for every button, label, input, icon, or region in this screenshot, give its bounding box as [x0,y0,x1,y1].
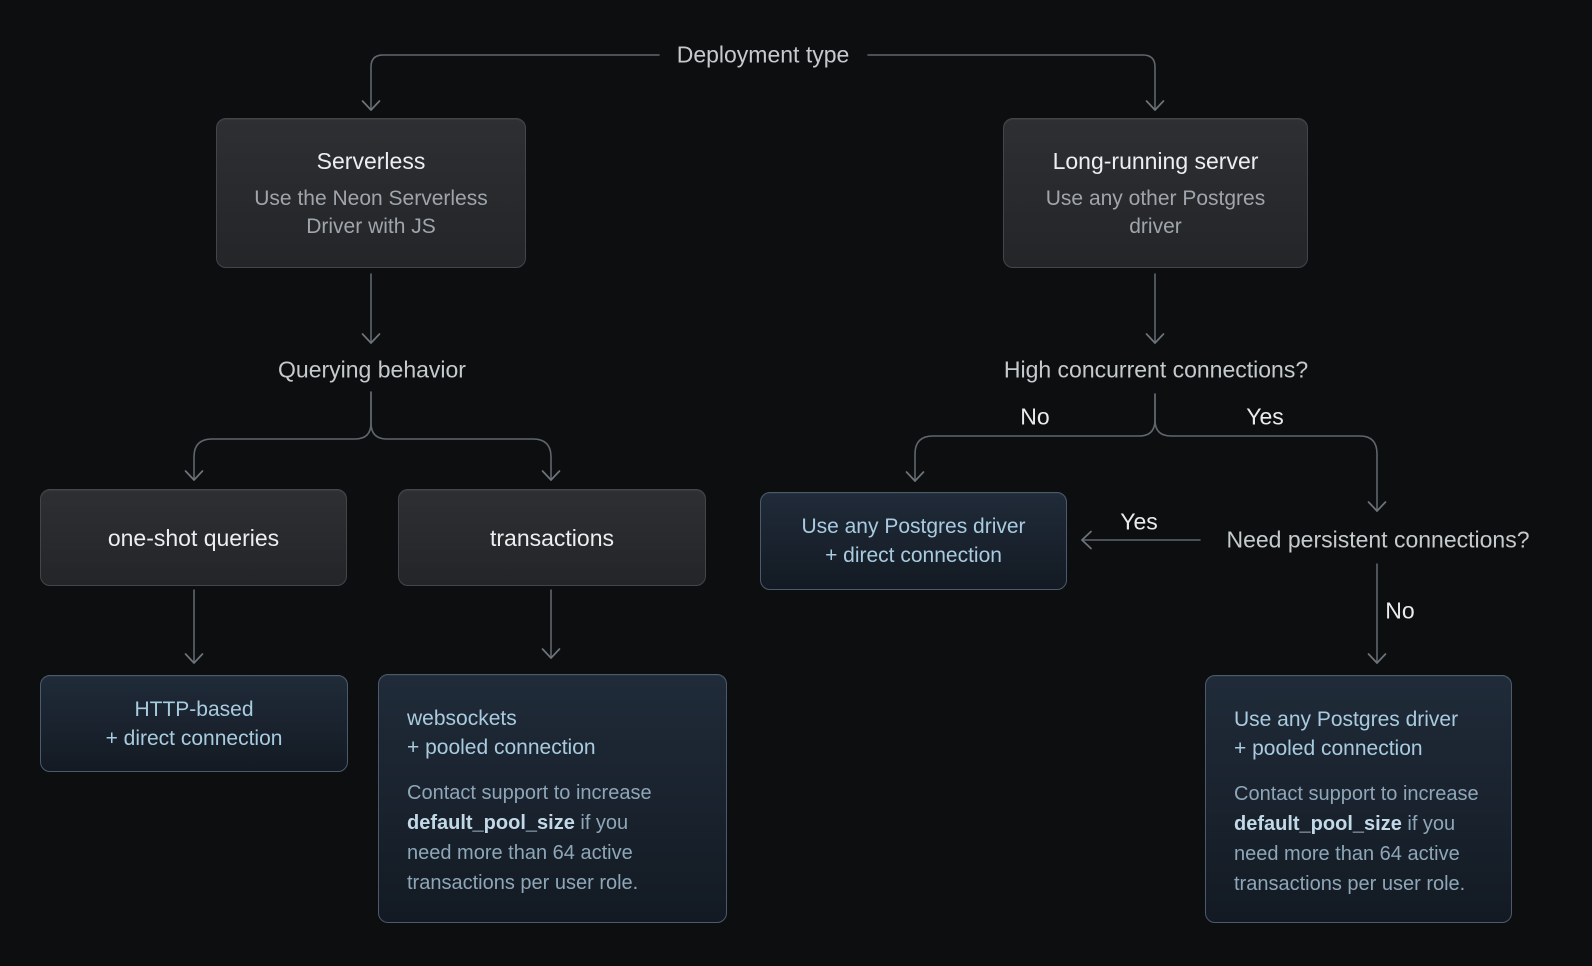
websockets-note-line3: need more than 64 active [407,842,633,864]
querying-behavior-label: Querying behavior [278,356,466,383]
high-concurrent-label: High concurrent connections? [1003,356,1309,383]
long-running-title: Long-running server [1052,147,1259,174]
websockets-title: websockets + pooled connection [407,704,712,762]
edge-root-to-serverless [361,54,660,111]
one-shot-queries-node: one-shot queries [40,489,347,586]
websockets-result: websockets + pooled connection Contact s… [378,674,727,923]
edge-querying-to-oneshot [184,391,372,481]
edge-label-yes-mid: Yes [1120,508,1158,535]
pooled-note-line3: need more than 64 active [1234,843,1460,865]
deployment-type-label: Deployment type [676,41,850,68]
websockets-note-line1: Contact support to increase [407,782,652,804]
edge-label-no-top: No [1020,403,1050,430]
direct-driver-line2: + direct connection [825,544,1002,567]
transactions-label: transactions [489,524,614,551]
serverless-title: Serverless [316,147,426,174]
pooled-note-line1: Contact support to increase [1234,783,1479,805]
direct-driver-result: Use any Postgres driver + direct connect… [760,492,1067,590]
websockets-note: Contact support to increase default_pool… [407,778,712,898]
websockets-note-line2: default_pool_size if you [407,808,712,838]
edge-root-to-longrunning [867,54,1165,111]
edge-querying-to-transactions [370,391,561,481]
pooled-driver-title: Use any Postgres driver + pooled connect… [1234,705,1497,763]
long-running-node: Long-running server Use any other Postgr… [1003,118,1308,268]
pooled-driver-line2: + pooled connection [1234,737,1423,760]
pooled-driver-result: Use any Postgres driver + pooled connect… [1205,675,1512,923]
one-shot-queries-label: one-shot queries [107,524,280,551]
transactions-node: transactions [398,489,706,586]
edge-label-no-right: No [1385,597,1415,624]
default-pool-size-code-2: default_pool_size [1234,813,1402,835]
edge-label-yes-top: Yes [1246,403,1284,430]
serverless-node: Serverless Use the Neon Serverless Drive… [216,118,526,268]
long-running-subtitle: Use any other Postgres driver [1045,186,1266,238]
http-line2: + direct connection [105,726,283,750]
pooled-driver-note: Contact support to increase default_pool… [1234,779,1497,899]
http-line1: HTTP-based [134,697,254,721]
need-persistent-label: Need persistent connections? [1226,526,1530,553]
websockets-line2: + pooled connection [407,736,596,759]
default-pool-size-code: default_pool_size [407,812,575,834]
direct-driver-line1: Use any Postgres driver [801,515,1026,538]
websockets-note-line2-rest: if you [574,812,629,834]
pooled-note-line2: default_pool_size if you [1234,809,1497,839]
serverless-subtitle: Use the Neon Serverless Driver with JS [254,186,488,238]
pooled-driver-line1: Use any Postgres driver [1234,708,1459,731]
websockets-note-line4: transactions per user role. [407,872,639,894]
websockets-line1: websockets [407,707,517,730]
http-result: HTTP-based + direct connection [40,675,348,772]
pooled-note-line4: transactions per user role. [1234,873,1466,895]
pooled-note-line2-rest: if you [1401,813,1456,835]
